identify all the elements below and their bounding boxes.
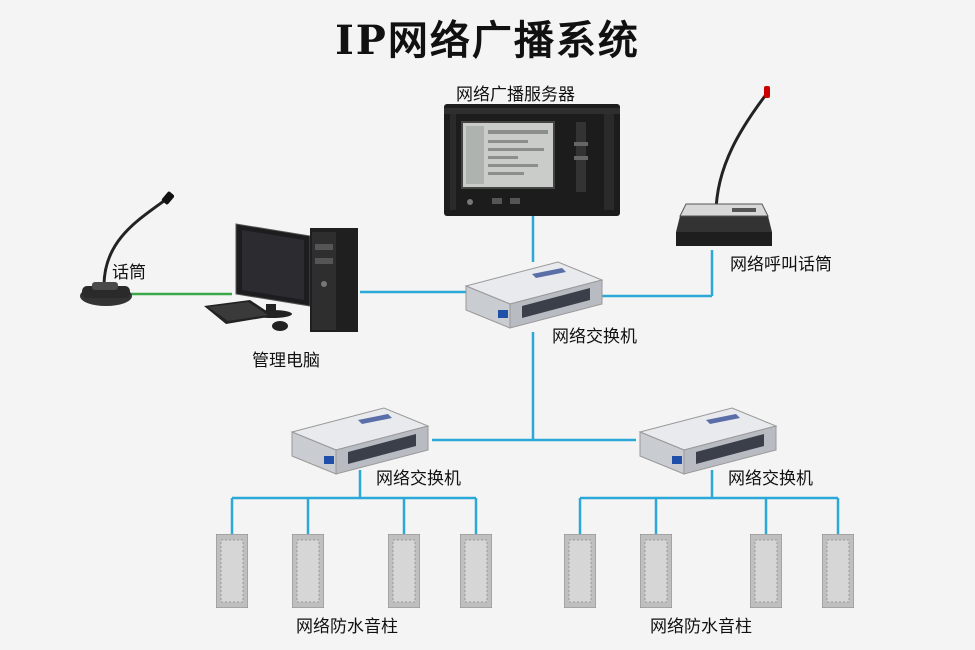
server-label: 网络广播服务器 [456,85,575,105]
speaker-column [640,534,672,608]
right-network-switch [638,407,778,475]
mic-label: 话筒 [112,263,146,283]
speaker-column [460,534,492,608]
speaker-column [564,534,596,608]
main-network-switch [464,261,604,329]
speaker-column [216,534,248,608]
paging-mic-label: 网络呼叫话筒 [730,255,832,275]
speaker-column [292,534,324,608]
paging-microphone [676,86,772,246]
broadcast-server [444,104,620,216]
left-speakers-label: 网络防水音柱 [296,617,398,637]
left-switch-label: 网络交换机 [376,469,461,489]
desk-microphone [80,191,174,306]
main-switch-label: 网络交换机 [552,327,637,347]
pc-label: 管理电脑 [252,351,320,371]
speaker-column [750,534,782,608]
right-switch-label: 网络交换机 [728,469,813,489]
speaker-column [388,534,420,608]
diagram-title: IP网络广播系统 [335,17,640,64]
right-speakers-label: 网络防水音柱 [650,617,752,637]
left-network-switch [290,407,430,475]
management-pc [204,223,358,332]
speaker-column [822,534,854,608]
